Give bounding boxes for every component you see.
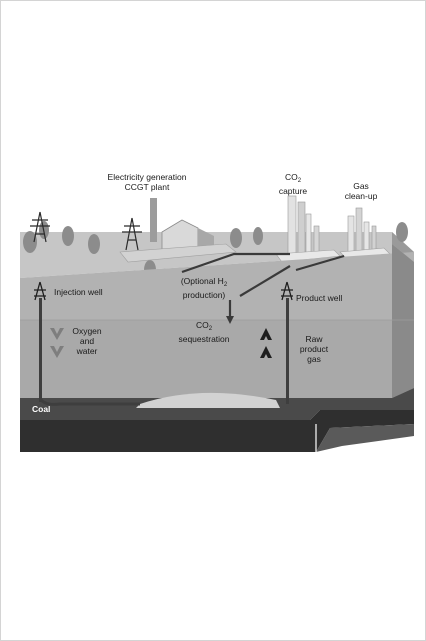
basement-right xyxy=(316,424,414,452)
gasification-cavity xyxy=(136,392,280,408)
soil-side xyxy=(392,244,414,398)
co2-capture-plant xyxy=(275,195,341,263)
soil-lower-front xyxy=(20,320,414,398)
oxygen-water-arrows xyxy=(50,328,64,358)
label-gas-cleanup: Gas clean-up xyxy=(344,181,378,201)
label-raw-product-gas: Raw product gas xyxy=(299,334,329,364)
co2-down-arrow xyxy=(226,316,234,324)
trees xyxy=(23,221,408,280)
product-well xyxy=(281,281,293,404)
label-injection-well: Injection well xyxy=(54,287,103,297)
label-optional-h2: (Optional H2 production) xyxy=(180,276,228,300)
soil-front xyxy=(20,252,414,320)
raw-gas-arrows xyxy=(260,328,272,358)
label-product-well: Product well xyxy=(296,293,343,303)
surface-pipes xyxy=(181,252,345,318)
label-electricity-generation: Electricity generation CCGT plant xyxy=(107,172,187,192)
label-co2-sequestration: CO2 sequestration xyxy=(178,320,230,344)
label-coal: Coal xyxy=(32,404,51,414)
label-oxygen-water: Oxygen and water xyxy=(72,326,102,356)
power-pylons xyxy=(30,211,142,251)
label-co2-capture: CO2 capture xyxy=(278,172,308,196)
ccgt-plant xyxy=(119,198,237,263)
gas-cleanup-plant xyxy=(339,207,391,259)
injection-well xyxy=(34,281,140,406)
